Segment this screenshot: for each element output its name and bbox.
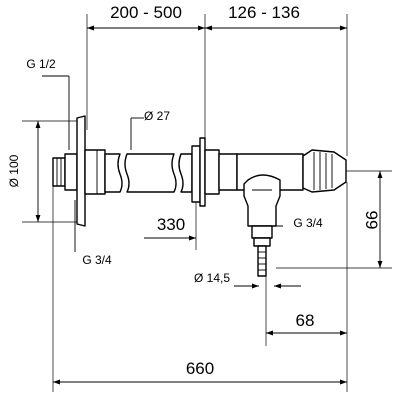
label-flange-diameter: Ø 100 xyxy=(7,154,21,187)
label-pipe-diameter: Ø 27 xyxy=(144,109,170,123)
dim-pipe-extension: 330 xyxy=(157,215,185,234)
dim-outlet-offset: 68 xyxy=(296,311,315,330)
label-thread-outlet: G 3/4 xyxy=(293,216,323,230)
hose-connector xyxy=(243,174,281,227)
wall-flange-left xyxy=(76,115,86,227)
pipe-right xyxy=(178,153,193,193)
dimension-lines xyxy=(22,14,392,392)
dim-top-right: 126 - 136 xyxy=(228,3,300,22)
label-hose-diameter: Ø 14,5 xyxy=(194,271,230,285)
outlet-spout xyxy=(302,149,347,193)
dim-overall-length: 660 xyxy=(186,359,214,378)
inlet-fitting xyxy=(52,157,66,187)
hose-nozzle xyxy=(257,245,267,277)
pipe-left xyxy=(104,153,123,193)
pipe-middle xyxy=(124,153,177,193)
dim-top-left: 200 - 500 xyxy=(110,3,182,22)
label-thread-wall: G 3/4 xyxy=(82,253,112,267)
labels: 200 - 500 126 - 136 G 1/2 Ø 100 G 3/4 Ø … xyxy=(7,3,381,378)
wall-flange-right xyxy=(191,145,201,203)
faucet-assembly xyxy=(52,115,347,277)
dim-height-right: 99 xyxy=(362,211,381,230)
label-thread-inlet: G 1/2 xyxy=(26,57,56,71)
